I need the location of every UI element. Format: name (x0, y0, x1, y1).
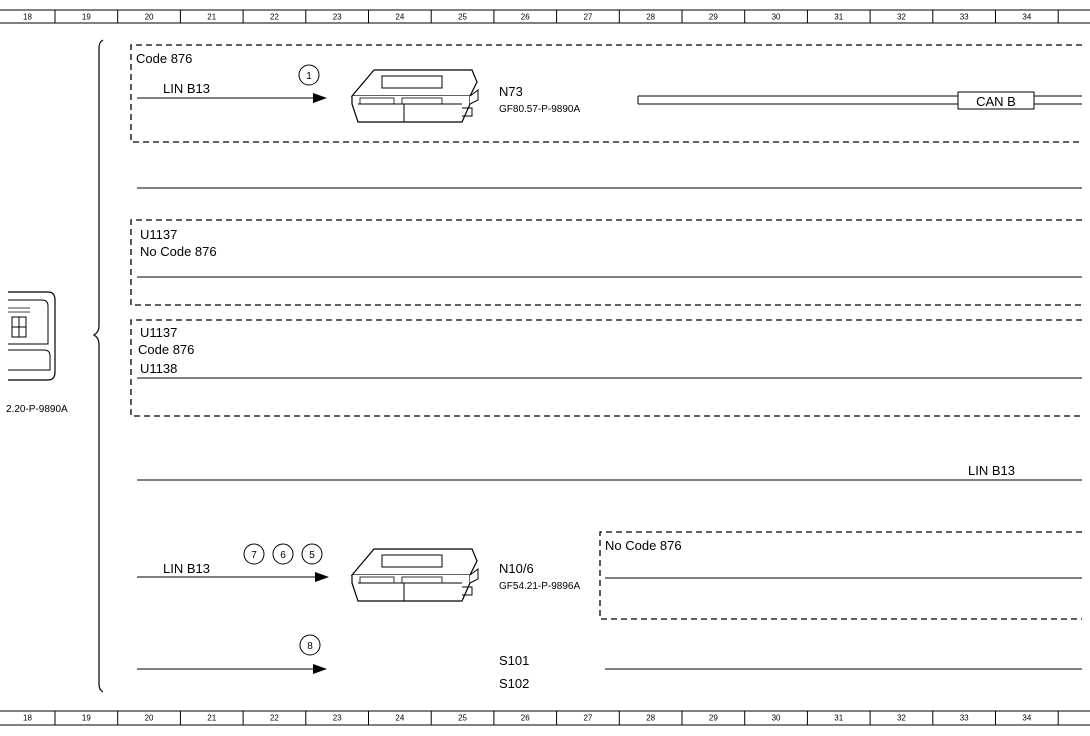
group1-module-code: GF80.57-P-9890A (499, 104, 580, 115)
bottom-ruler-column-number: 19 (82, 714, 91, 723)
group1-callout: 1 (306, 71, 312, 82)
bottom-ruler-column-number: 21 (207, 714, 216, 723)
group5-callout-circle (299, 634, 321, 656)
top-ruler-column-number: 34 (1022, 13, 1031, 22)
group2-fault: U1137 (140, 227, 177, 242)
bottom-ruler-column-number: 27 (583, 714, 592, 723)
group4-callout-1: 7 (251, 550, 257, 561)
top-ruler-column-number: 24 (395, 13, 404, 22)
top-ruler-column-number: 26 (521, 13, 530, 22)
group4-signal-label: LIN B13 (163, 561, 210, 576)
top-ruler-column-number: 23 (333, 13, 342, 22)
group3-condition: Code 876 (138, 342, 194, 357)
group4-callout-circle-1 (243, 543, 265, 565)
bottom-ruler-column-number: 34 (1022, 714, 1031, 723)
group3-fault2: U1138 (140, 361, 177, 376)
group2-condition: No Code 876 (140, 244, 217, 259)
bottom-ruler-column-number: 32 (897, 714, 906, 723)
group4-callout-circle-3 (301, 543, 323, 565)
bottom-ruler-column-number: 29 (709, 714, 718, 723)
top-ruler-column-number: 22 (270, 13, 279, 22)
brace-bracket (92, 39, 104, 693)
n10-6-module-icon (350, 548, 479, 602)
group1-module-name: N73 (499, 84, 523, 99)
left-component-icon (8, 291, 56, 381)
can-b-label: CAN B (976, 94, 1016, 109)
group4-callout-circle-2 (272, 543, 294, 565)
top-ruler-column-number: 18 (23, 13, 32, 22)
bottom-ruler-column-number: 30 (772, 714, 781, 723)
group4-module-code: GF54.21-P-9896A (499, 581, 580, 592)
bottom-ruler-column-number: 23 (333, 714, 342, 723)
group4-callout-2: 6 (280, 550, 286, 561)
top-ruler-column-number: 31 (834, 13, 843, 22)
group3-dashed-box (130, 319, 1082, 417)
top-ruler-column-number: 30 (772, 13, 781, 22)
group2-dashed-box (130, 219, 1082, 306)
group5-callout: 8 (307, 641, 313, 652)
top-ruler-column-number: 19 (82, 13, 91, 22)
group4-callout-3: 5 (309, 550, 315, 561)
bottom-ruler-column-number: 31 (834, 714, 843, 723)
group1-callout-circle (298, 64, 320, 86)
bottom-ruler-column-number: 26 (521, 714, 530, 723)
group5-switch2: S102 (499, 676, 529, 691)
bottom-ruler-column-number: 28 (646, 714, 655, 723)
top-ruler-column-number: 28 (646, 13, 655, 22)
top-ruler-column-number: 27 (583, 13, 592, 22)
top-ruler-column-number: 20 (145, 13, 154, 22)
group4-dashed-box (599, 531, 1082, 620)
bottom-ruler-column-number: 20 (145, 714, 154, 723)
top-ruler-column-number: 29 (709, 13, 718, 22)
bottom-ruler-column-number: 24 (395, 714, 404, 723)
group1-condition: Code 876 (136, 51, 192, 66)
top-ruler-column-number: 33 (960, 13, 969, 22)
top-ruler-column-number: 32 (897, 13, 906, 22)
group1-signal-label: LIN B13 (163, 81, 210, 96)
bottom-ruler-column-number: 18 (23, 714, 32, 723)
top-ruler-column-number: 21 (207, 13, 216, 22)
bottom-ruler-column-number: 25 (458, 714, 467, 723)
group4-condition: No Code 876 (605, 538, 682, 553)
n73-module-icon (350, 69, 479, 123)
top-ruler: 18 19 20 21 22 23 24 25 26 27 28 29 30 31 32 33 34 (0, 9, 1090, 24)
can-b-box (957, 91, 1035, 110)
group4-module-name: N10/6 (499, 561, 534, 576)
group5-switch1: S101 (499, 653, 529, 668)
top-ruler-column-number: 25 (458, 13, 467, 22)
bottom-ruler-column-number: 22 (270, 714, 279, 723)
left-component-code: 2.20-P-9890A (6, 404, 68, 415)
group1-dashed-box (130, 44, 1082, 143)
group3-fault1: U1137 (140, 325, 177, 340)
bottom-ruler: 18 19 20 21 22 23 24 25 26 27 28 29 30 31 32 33 34 (0, 710, 1090, 726)
bottom-ruler-column-number: 33 (960, 714, 969, 723)
right-signal-label: LIN B13 (968, 463, 1015, 478)
